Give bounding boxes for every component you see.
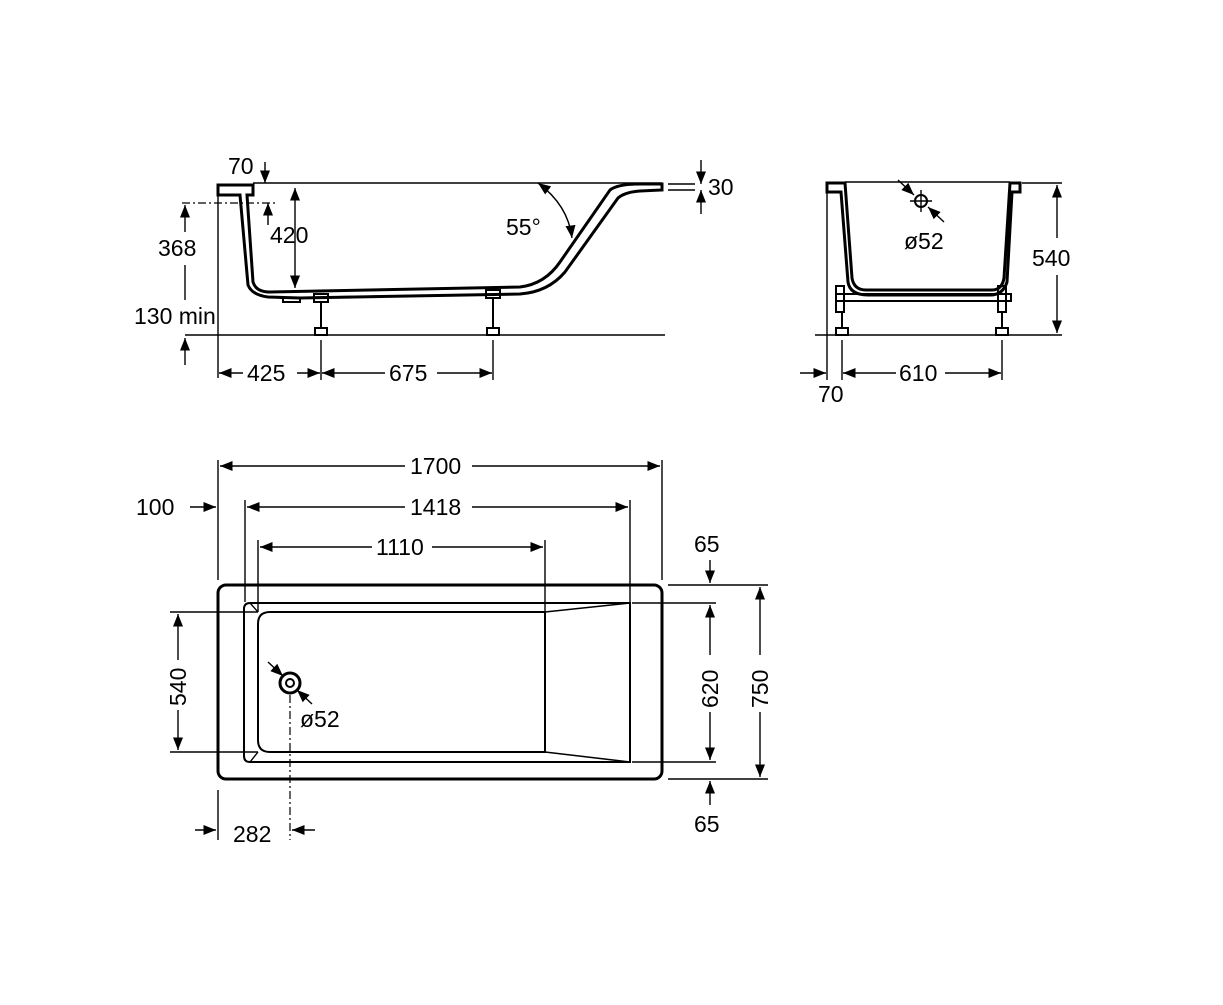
end-drain-icon bbox=[897, 179, 945, 223]
side-view: 70 420 368 130 min 55° 30 425 675 bbox=[134, 153, 734, 386]
side-base-strip bbox=[279, 293, 521, 299]
side-leg-right bbox=[485, 289, 501, 336]
top-dim-1110: 1110 bbox=[376, 534, 424, 560]
top-dim-100: 100 bbox=[136, 494, 174, 520]
top-corner-tl bbox=[249, 602, 259, 613]
top-dim-620: 620 bbox=[697, 670, 723, 708]
end-leg-left bbox=[835, 285, 849, 336]
top-drain-icon bbox=[267, 661, 313, 705]
end-dim-diam52: ø52 bbox=[904, 228, 944, 254]
side-dim-130min: 130 min bbox=[134, 303, 216, 329]
top-dim-65-bottom: 65 bbox=[694, 811, 720, 837]
top-corner-bl bbox=[249, 751, 259, 763]
top-dim-65-top: 65 bbox=[694, 531, 720, 557]
top-inner-basin bbox=[243, 602, 631, 763]
side-dim-675: 675 bbox=[389, 360, 427, 386]
side-dim-368: 368 bbox=[158, 235, 196, 261]
side-dim-425: 425 bbox=[247, 360, 285, 386]
top-view: 1700 1418 100 1110 65 65 620 750 bbox=[136, 453, 773, 847]
end-dim-540: 540 bbox=[1032, 245, 1070, 271]
end-view: ø52 540 70 610 bbox=[800, 179, 1070, 407]
side-dim-70: 70 bbox=[228, 153, 254, 179]
top-backrest-bottom bbox=[544, 751, 631, 763]
top-dim-750: 750 bbox=[747, 670, 773, 708]
side-dim-420: 420 bbox=[270, 222, 308, 248]
side-dim-55deg: 55° bbox=[506, 214, 541, 240]
end-dim-610: 610 bbox=[899, 360, 937, 386]
side-tub-outline bbox=[216, 182, 664, 300]
top-backrest-top bbox=[544, 602, 631, 613]
top-dim-1700: 1700 bbox=[410, 453, 461, 479]
side-drain-bump bbox=[282, 298, 301, 303]
top-dim-282: 282 bbox=[233, 821, 271, 847]
top-outer-rim bbox=[216, 583, 664, 781]
end-tub-outline bbox=[825, 181, 1022, 297]
side-angle-arc bbox=[537, 182, 576, 239]
side-leg-left bbox=[313, 293, 329, 336]
end-leg-right bbox=[995, 285, 1009, 336]
end-dim-70: 70 bbox=[818, 381, 844, 407]
top-dim-1418: 1418 bbox=[410, 494, 461, 520]
top-dim-540: 540 bbox=[165, 668, 191, 706]
top-basin-floor bbox=[257, 611, 546, 753]
side-dim-30: 30 bbox=[708, 174, 734, 200]
top-dim-diam52: ø52 bbox=[300, 706, 340, 732]
